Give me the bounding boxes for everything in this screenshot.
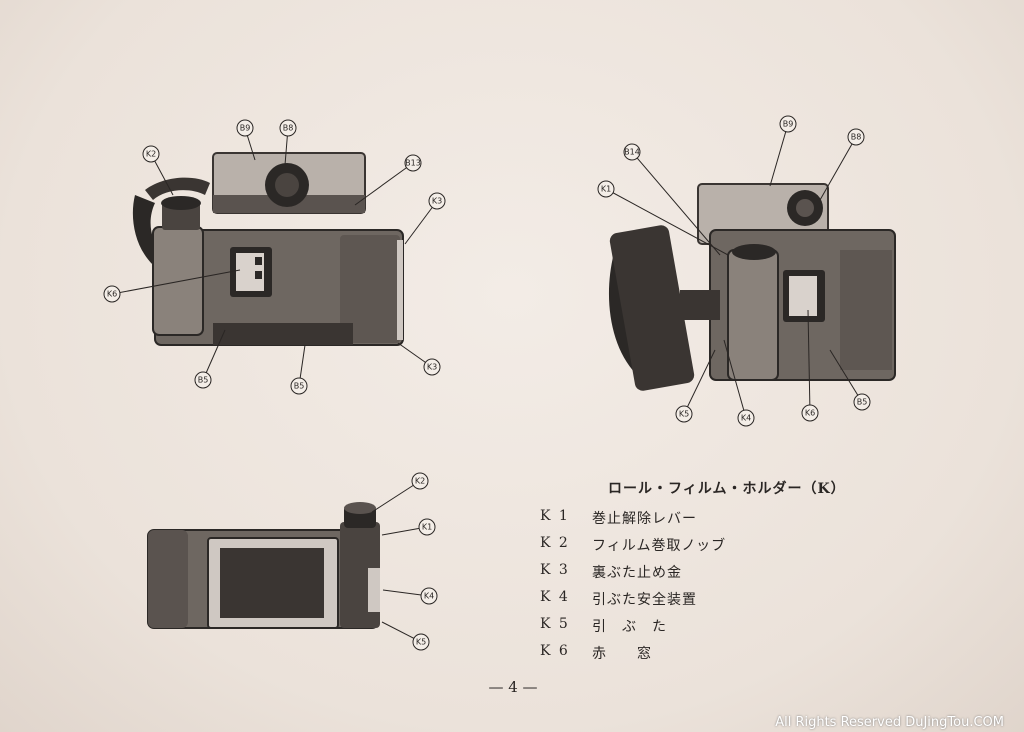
svg-text:B14: B14	[624, 148, 640, 157]
svg-text:K1: K1	[422, 523, 432, 532]
callout-fig1-k6: K6	[103, 285, 121, 303]
camera-side-illustration	[608, 183, 896, 391]
legend-code: K 4	[540, 589, 570, 605]
callout-fig1-b8: B8	[279, 119, 297, 137]
svg-text:K3: K3	[427, 363, 437, 372]
page-number: — 4 —	[488, 678, 538, 696]
callout-fig2-b8: B8	[847, 128, 865, 146]
svg-text:K6: K6	[805, 409, 815, 418]
callout-fig2-b14: B14	[623, 143, 641, 161]
legend-desc: 裏ぶた止め金	[592, 565, 682, 581]
legend-desc: 巻止解除レバー	[592, 511, 697, 527]
svg-text:K2: K2	[415, 477, 425, 486]
callout-fig2-k5: K5	[675, 405, 693, 423]
watermark: All Rights Reserved DuJingTou.COM	[775, 715, 1004, 730]
svg-text:K4: K4	[741, 414, 751, 423]
svg-text:K6: K6	[107, 290, 117, 299]
legend-item: K 2 フィルム巻取ノッブ	[540, 535, 880, 557]
legend-item: K 1 巻止解除レバー	[540, 508, 880, 530]
legend-item: K 4 引ぶた安全装置	[540, 589, 880, 611]
svg-text:B9: B9	[783, 120, 794, 129]
legend-code: K 3	[540, 562, 570, 578]
camera-rear-illustration	[132, 152, 404, 346]
callout-fig2-b9: B9	[779, 115, 797, 133]
svg-text:B5: B5	[294, 382, 305, 391]
svg-text:B5: B5	[198, 376, 209, 385]
legend-desc: 赤 窓	[592, 646, 652, 662]
legend-code: K 6	[540, 643, 570, 659]
film-holder-illustration	[147, 502, 380, 629]
legend-desc: 引 ぶ た	[592, 619, 667, 635]
svg-text:K4: K4	[424, 592, 434, 601]
callout-fig1-b9: B9	[236, 119, 254, 137]
legend-desc: フィルム巻取ノッブ	[592, 538, 727, 554]
callout-fig3-k1: K1	[418, 518, 436, 536]
legend-item: K 3 裏ぶた止め金	[540, 562, 880, 584]
callout-fig1-b5-right: B5	[290, 377, 308, 395]
callout-fig3-k5: K5	[412, 633, 430, 651]
callout-fig3-k2: K2	[411, 472, 429, 490]
callout-fig1-k3-bottom: K3	[423, 358, 441, 376]
legend-code: K 5	[540, 616, 570, 632]
callout-fig2-k4: K4	[737, 409, 755, 427]
svg-text:K5: K5	[679, 410, 689, 419]
legend-code: K 2	[540, 535, 570, 551]
legend-desc: 引ぶた安全装置	[592, 592, 697, 608]
callout-fig2-k6: K6	[801, 404, 819, 422]
svg-text:K3: K3	[432, 197, 442, 206]
legend-item: K 6 赤 窓	[540, 643, 880, 665]
svg-text:B8: B8	[851, 133, 862, 142]
svg-text:B8: B8	[283, 124, 294, 133]
callout-fig1-b5-left: B5	[194, 371, 212, 389]
legend-code: K 1	[540, 508, 570, 524]
legend-item: K 5 引 ぶ た	[540, 616, 880, 638]
callout-fig1-k3-top: K3	[428, 192, 446, 210]
legend-title: ロール・フィルム・ホルダー（K）	[608, 481, 846, 497]
svg-text:K5: K5	[416, 638, 426, 647]
svg-text:B9: B9	[240, 124, 251, 133]
callout-fig3-k4: K4	[420, 587, 438, 605]
